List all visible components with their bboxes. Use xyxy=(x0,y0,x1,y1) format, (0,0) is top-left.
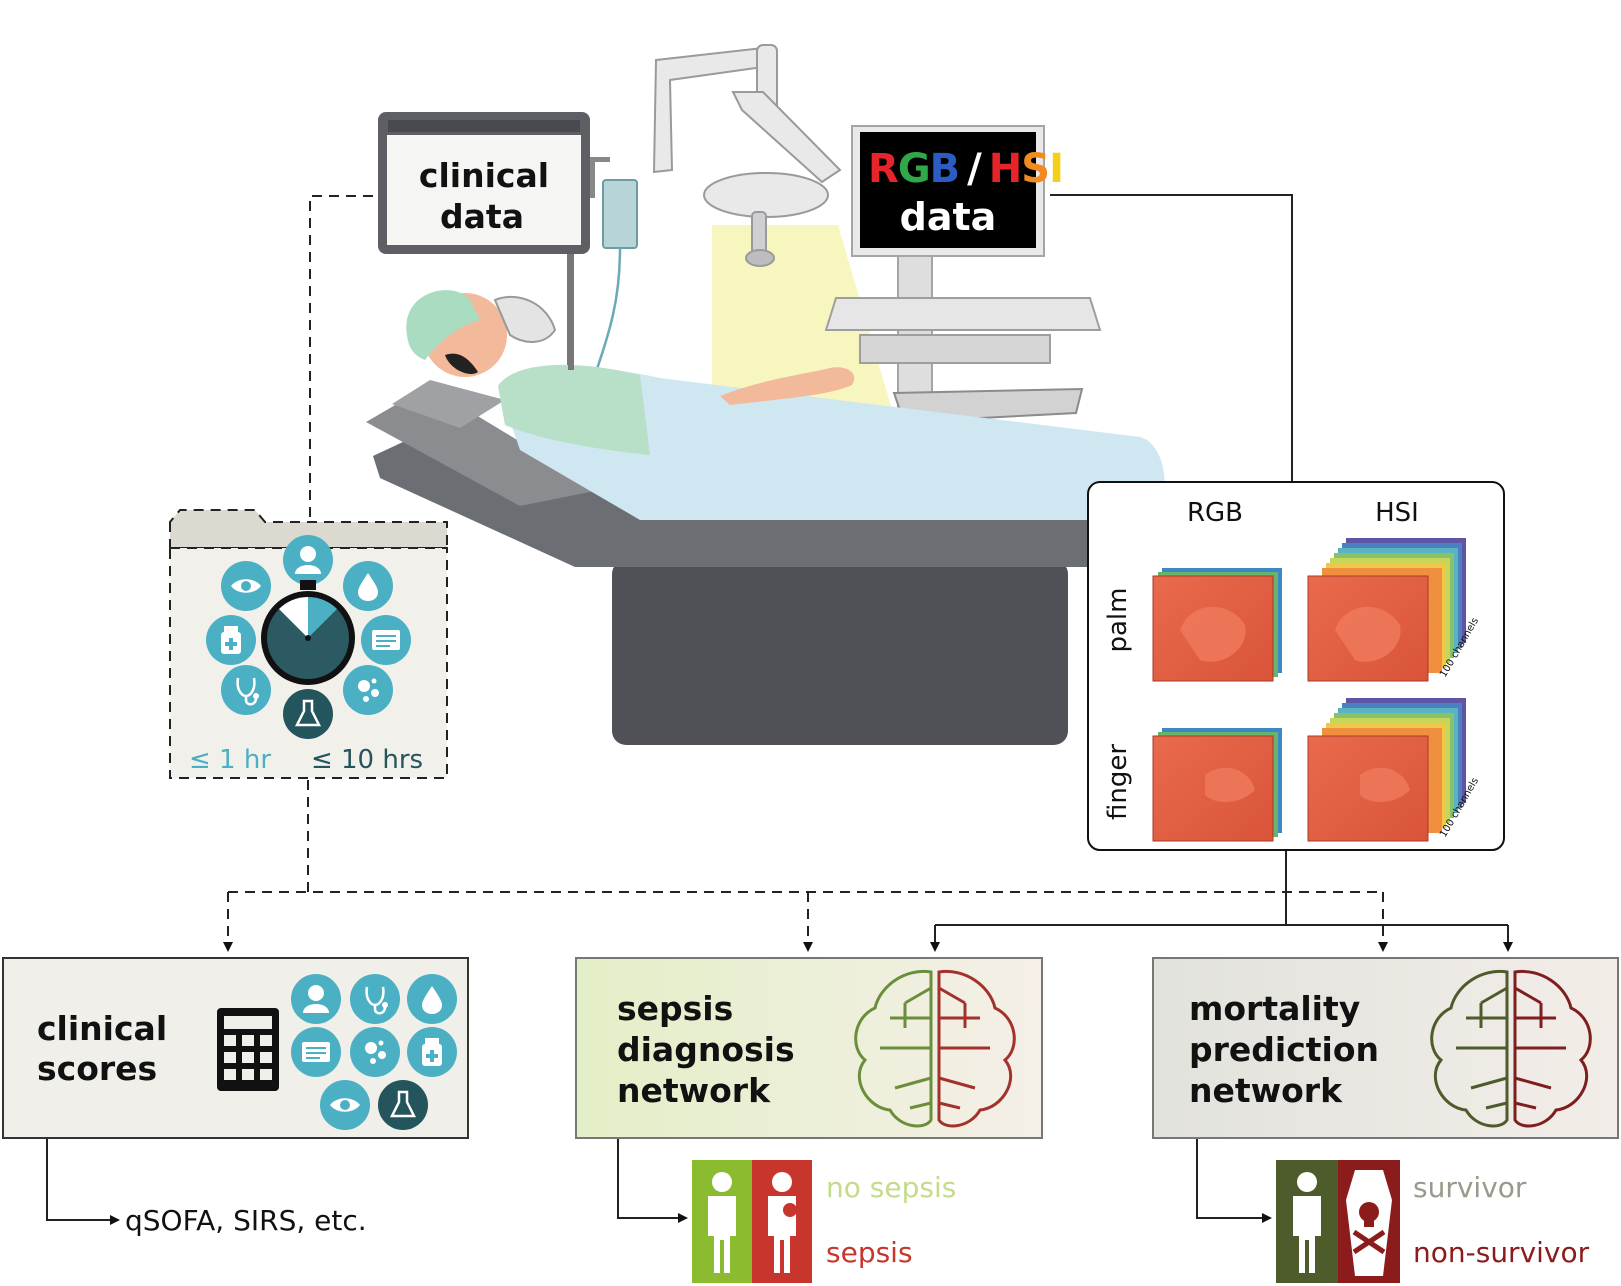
bubbles-icon xyxy=(350,1027,400,1077)
monitor-title-line1: clinical xyxy=(419,156,549,195)
connectors xyxy=(46,194,1513,1225)
surgical-lamp xyxy=(652,44,842,267)
infected-person-icon xyxy=(768,1172,797,1273)
calculator-icon xyxy=(217,1008,279,1091)
screen-data-text: data xyxy=(900,195,997,239)
survivor-person-icon xyxy=(1293,1172,1321,1273)
hsi-finger-cube xyxy=(1307,698,1466,842)
bed-base xyxy=(612,560,1068,745)
flask-icon xyxy=(378,1080,428,1130)
sepsis-title-line1: sepsis xyxy=(617,989,733,1028)
clinical-scores-box: clinical scores xyxy=(2,957,469,1139)
mortality-title-line2: prediction xyxy=(1189,1030,1379,1069)
medicine-bottle-icon xyxy=(407,1027,457,1077)
clinical-folder: ≤ 1 hr ≤ 10 hrs xyxy=(169,509,448,779)
svg-text:RGB/HSI: RGB/HSI xyxy=(868,146,1063,192)
coffin-skull-icon xyxy=(1346,1170,1392,1276)
imaging-col-hsi: HSI xyxy=(1375,498,1419,528)
sepsis-out-positive: sepsis xyxy=(826,1236,913,1269)
screen-hsi-text: HSI xyxy=(989,146,1063,192)
rgb-palm-image xyxy=(1152,568,1282,682)
screen-to-imaging-line xyxy=(1050,194,1293,482)
mortality-title-line1: mortality xyxy=(1189,989,1360,1028)
brain-icon xyxy=(854,969,1016,1128)
folder-time-short: ≤ 1 hr xyxy=(189,745,271,775)
mortality-out-negative: survivor xyxy=(1413,1171,1527,1204)
scores-title-line1: clinical xyxy=(37,1009,167,1048)
eye-icon xyxy=(221,561,271,611)
sepsis-title-line3: network xyxy=(617,1071,771,1110)
mortality-title-line3: network xyxy=(1189,1071,1343,1110)
flask-icon xyxy=(283,689,333,739)
hsi-screen xyxy=(860,132,1036,248)
imaging-row-palm: palm xyxy=(1103,588,1133,653)
person-icon xyxy=(291,974,341,1024)
stopwatch-icon xyxy=(261,580,355,685)
mortality-network-box: mortality prediction network xyxy=(1152,957,1619,1139)
scores-output-text: qSOFA, SIRS, etc. xyxy=(125,1204,367,1237)
stethoscope-icon xyxy=(221,665,271,715)
folder-time-long: ≤ 10 hrs xyxy=(311,745,423,775)
blanket xyxy=(498,366,1165,520)
form-icon xyxy=(291,1027,341,1077)
sepsis-output-arrow xyxy=(617,1138,688,1223)
scores-output-arrow xyxy=(46,1138,120,1225)
imaging-col-rgb: RGB xyxy=(1187,498,1243,528)
monitor-to-folder-line xyxy=(309,195,373,525)
screen-slash: / xyxy=(967,146,982,192)
rgb-finger-image xyxy=(1152,728,1282,842)
drop-icon xyxy=(407,974,457,1024)
iv-line xyxy=(593,247,622,376)
monitor-title-line2: data xyxy=(440,197,524,236)
arm xyxy=(720,367,855,405)
drop-icon xyxy=(343,561,393,611)
sepsis-out-negative: no sepsis xyxy=(826,1171,956,1204)
person-icon xyxy=(283,535,333,585)
surgical-cap xyxy=(406,290,480,360)
beard xyxy=(445,353,478,375)
form-icon xyxy=(361,615,411,665)
screen-rgb-text: RGB xyxy=(868,146,959,192)
scores-title-line2: scores xyxy=(37,1049,157,1088)
eye-icon xyxy=(320,1080,370,1130)
imaging-row-finger: finger xyxy=(1103,744,1133,820)
oxygen-mask xyxy=(493,295,557,343)
sepsis-output-badge: no sepsis sepsis xyxy=(692,1160,956,1283)
medicine-bottle-icon xyxy=(206,615,256,665)
stethoscope-icon xyxy=(350,974,400,1024)
sepsis-title-line2: diagnosis xyxy=(617,1030,795,1069)
iv-bag xyxy=(602,179,638,249)
mortality-output-badge: survivor non-survivor xyxy=(1276,1160,1590,1283)
gown xyxy=(498,364,650,455)
bed-headrest xyxy=(366,386,600,506)
imaging-panel: RGB HSI palm finger xyxy=(1087,481,1505,851)
clinical-data-monitor: clinical data xyxy=(378,112,590,370)
hsi-palm-cube xyxy=(1307,538,1466,682)
healthy-person-icon xyxy=(708,1172,736,1273)
screen-title: RGB/HSI data xyxy=(868,146,1064,239)
brain-icon xyxy=(1430,969,1592,1128)
bubbles-icon xyxy=(343,665,393,715)
mortality-out-positive: non-survivor xyxy=(1413,1236,1590,1269)
virus-icon xyxy=(783,1203,797,1217)
mortality-output-arrow xyxy=(1196,1138,1272,1223)
sepsis-network-box: sepsis diagnosis network xyxy=(575,957,1043,1139)
